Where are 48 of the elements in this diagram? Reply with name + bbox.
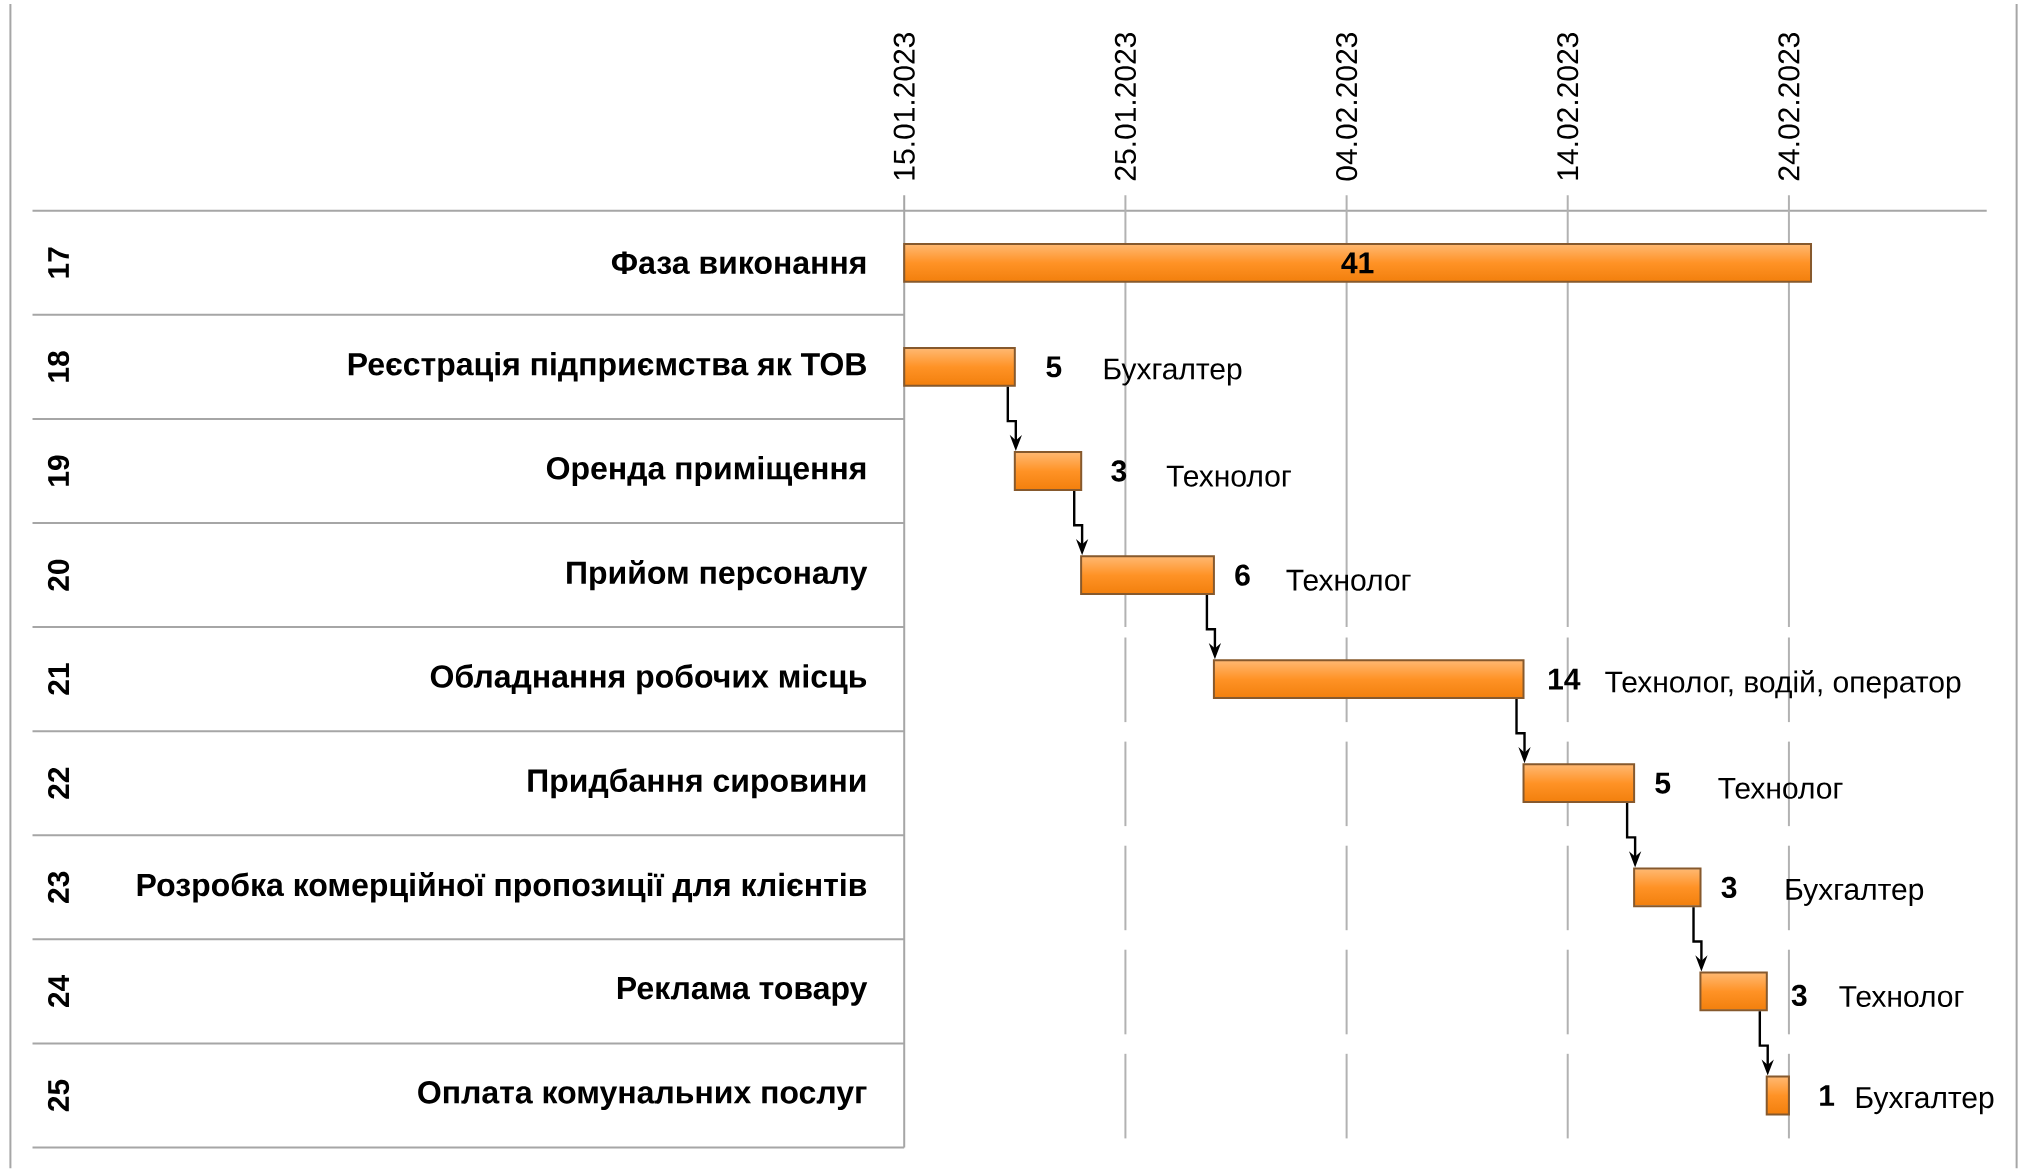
task-number: 25	[47, 1079, 70, 1112]
task-name: Придбання сировини	[528, 768, 866, 799]
task-name: Розробка комерційної пропозиції для клієнтів	[137, 872, 867, 903]
duration-label: 3	[1721, 876, 1737, 898]
resource-label: Технолог	[1286, 569, 1411, 591]
task-number: 21	[48, 663, 69, 695]
task-number: 17	[48, 247, 69, 278]
duration-label: 6	[1235, 564, 1250, 586]
task-name: Прийом персоналу	[567, 559, 868, 591]
task-number: 19	[47, 455, 70, 486]
resource-label: Технолог, водій, оператор	[1605, 670, 1961, 699]
task-number: 22	[48, 767, 69, 799]
resource-label: Технолог	[1718, 777, 1843, 799]
task-number: 24	[48, 974, 69, 1008]
gantt-bar	[1013, 451, 1083, 491]
date-label: 25.01.2023	[1114, 32, 1136, 181]
resource-label: Бухгалтер	[1104, 358, 1242, 386]
resource-label: Технолог	[1839, 986, 1964, 1008]
date-label: 24.02.2023	[1778, 32, 1800, 181]
duration-label: 5	[1655, 772, 1671, 794]
date-label: 15.01.2023	[893, 32, 915, 180]
gantt-bar	[1212, 659, 1525, 699]
task-name: Фаза виконання	[611, 251, 866, 275]
task-name: Оренда приміщення	[546, 456, 866, 486]
task-name: Реєстрація підприємства як ТОВ	[348, 352, 866, 382]
gantt-bar	[1765, 1075, 1790, 1116]
gantt-bar	[1080, 555, 1215, 595]
duration-label: 3	[1791, 984, 1807, 1006]
task-number: 20	[47, 559, 70, 591]
gantt-bar	[903, 347, 1016, 387]
task-name: Обладнання робочих місць	[430, 664, 867, 695]
task-name: Оплата комунальних послуг	[418, 1081, 867, 1110]
duration-label: 1	[1820, 1085, 1835, 1106]
resource-label: Технолог	[1166, 465, 1291, 487]
gantt-bar	[1633, 867, 1702, 908]
date-label: 04.02.2023	[1336, 32, 1358, 181]
duration-label: 5	[1046, 356, 1062, 378]
gantt-bar	[1522, 763, 1636, 804]
duration-label: 3	[1111, 460, 1127, 482]
gantt-bar	[1699, 971, 1768, 1012]
resource-label: Бухгалтер	[1786, 879, 1924, 906]
task-name: Реклама товару	[617, 977, 868, 1006]
date-label: 14.02.2023	[1557, 32, 1579, 180]
task-number: 18	[47, 351, 70, 382]
duration-label: 14	[1549, 668, 1581, 690]
task-number: 23	[47, 871, 70, 903]
gantt-bar: 41	[903, 242, 1812, 283]
resource-label: Бухгалтер	[1856, 1087, 1994, 1115]
